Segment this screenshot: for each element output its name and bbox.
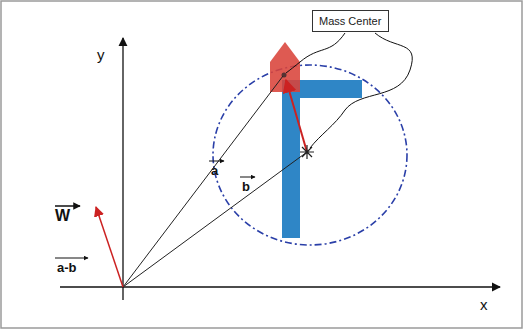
leader-line [310,33,412,148]
vector-overarrow [55,258,88,259]
vector-label: a-b [57,260,77,275]
vector-label: W [55,208,70,223]
y-axis [122,38,123,300]
vector-a-minus-b [286,80,307,152]
leader-line [286,33,345,73]
vector-w [96,207,123,287]
vector-a [123,76,283,287]
axis-label: x [480,297,488,312]
vector-overarrow [55,205,80,207]
x-axis [60,286,500,287]
reference-point [300,145,314,159]
vector-overarrow [209,161,224,162]
callout-box: Mass Center [312,10,389,32]
vector-label: b [242,179,250,194]
vector-b [123,152,307,287]
callout-text: Mass Center [319,14,382,28]
vector-overarrow [240,177,255,178]
vector-label: a [211,163,218,178]
mass-marker [270,42,300,92]
boundary-circle [213,65,407,245]
axis-label: y [97,47,105,62]
